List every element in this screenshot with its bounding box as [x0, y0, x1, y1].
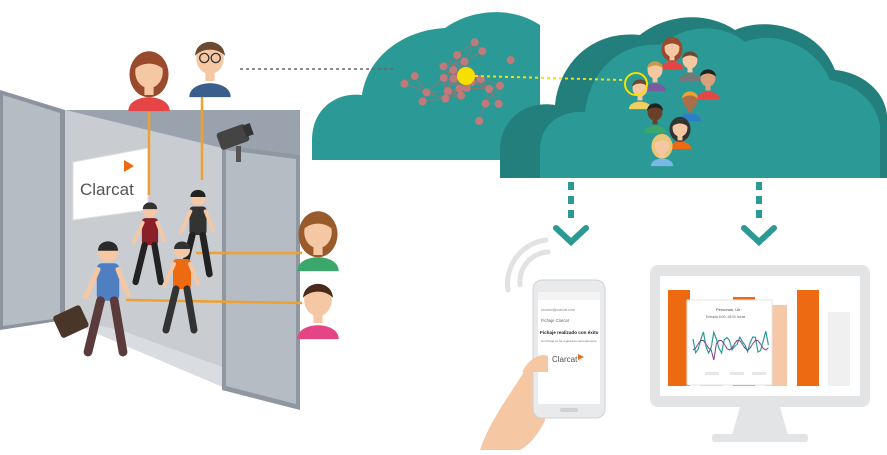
crowd-avatar — [651, 134, 673, 166]
phone-sub-message: Su fichaje se ha registrado correctament… — [541, 339, 597, 343]
avatar-woman-right — [297, 211, 338, 271]
popup-title: Personas, Uh — [716, 307, 740, 312]
crowd-avatar — [661, 37, 683, 69]
smartphone: usuario@clarcat.com Fichaje Clarcat Fich… — [533, 280, 605, 418]
avatar-man-glasses — [189, 42, 230, 97]
network-highlight-node — [457, 67, 475, 85]
download-arrow-icon-2 — [744, 182, 774, 242]
phone-success-message: Fichaje realizado con éxito — [540, 330, 599, 335]
sign-logo-text: Clarcat — [80, 180, 134, 199]
popup-subtitle: Entrada 8:00–18:00 horas — [706, 315, 746, 319]
download-arrow-icon — [556, 182, 586, 242]
phone-logo-text: Clarcat — [552, 355, 578, 364]
desktop-monitor: Personas, Uh Entrada 8:00–18:00 horas — [650, 265, 870, 442]
avatar-man-right — [297, 284, 338, 339]
avatar-woman-top — [128, 51, 169, 111]
phone-app-title: Fichaje Clarcat — [541, 318, 570, 323]
phone-email: usuario@clarcat.com — [541, 308, 575, 312]
